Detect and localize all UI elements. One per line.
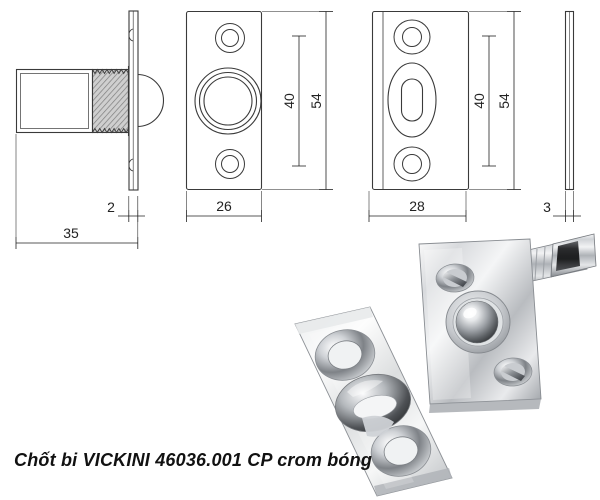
ball-circle-inner xyxy=(203,76,253,126)
strike-plate-outline xyxy=(371,10,470,191)
barrel-inner-wall xyxy=(20,73,89,129)
strike-oval-recess-outer xyxy=(387,62,437,138)
faceplate-screw-hole-top-outer xyxy=(215,23,245,53)
strike-screw-hole-bottom-inner xyxy=(402,154,422,174)
dim-3-label: 3 xyxy=(543,199,551,215)
strike-photo-screw-hole-bottom xyxy=(370,425,432,477)
dim-35 xyxy=(15,134,139,249)
faceplate-screw-hole-bottom-inner xyxy=(221,155,239,173)
faceplate-photo-screw-hole-bottom xyxy=(493,357,533,387)
barrel-end-cap xyxy=(550,233,597,278)
edge-thickness-view xyxy=(564,10,575,191)
dim-28 xyxy=(368,191,467,222)
ball-ring-outer xyxy=(194,67,262,135)
faceplate-outline xyxy=(185,10,263,191)
strike-photo-oval-recess xyxy=(335,374,411,437)
faceplate-screw-hole-bottom-outer xyxy=(215,149,245,179)
product-photo-strike-plate xyxy=(294,306,453,497)
dim-28-label: 28 xyxy=(409,198,425,214)
strike-screw-hole-top-inner xyxy=(402,27,422,47)
barrel-body-outline xyxy=(15,68,94,134)
dim-40-front xyxy=(292,35,306,167)
thread-crest-bottom xyxy=(92,127,129,134)
dim-54-front-label: 54 xyxy=(308,93,324,109)
dim-2 xyxy=(118,196,145,222)
strike-screw-hole-bottom-outer xyxy=(393,146,431,182)
faceplate-photo-screw-hole-top xyxy=(435,263,475,293)
faceplate-screw-mark-top xyxy=(128,28,134,42)
faceplate-screw-mark-bottom xyxy=(128,158,134,172)
dim-40-front-label: 40 xyxy=(281,93,297,109)
dim-3 xyxy=(553,191,581,222)
dim-40-strike-label: 40 xyxy=(471,93,487,109)
side-section-view xyxy=(15,10,165,191)
dim-54-front xyxy=(262,11,333,190)
ball-bearing-assembly xyxy=(445,290,511,354)
front-faceplate-view xyxy=(185,10,263,191)
thread-crest-top xyxy=(92,68,132,75)
dim-54-strike-label: 54 xyxy=(496,93,512,109)
strike-screw-hole-top-outer xyxy=(393,19,431,55)
ball-ring-middle xyxy=(198,71,258,131)
dim-35-label: 35 xyxy=(63,225,79,241)
product-caption: Chốt bi VICKINI 46036.001 CP crom bóng xyxy=(14,450,373,470)
product-photo-ball-catch xyxy=(418,233,597,413)
dim-26-label: 26 xyxy=(216,198,232,214)
threaded-section xyxy=(91,68,130,134)
dim-54-strike xyxy=(469,11,521,190)
dim-40-strike xyxy=(482,35,496,167)
strike-oval-slot-inner xyxy=(400,78,424,122)
dim-2-label: 2 xyxy=(107,199,115,215)
faceplate-screw-hole-top-inner xyxy=(221,29,239,47)
ball-dome-profile xyxy=(137,73,165,128)
dim-26 xyxy=(186,191,262,222)
strike-photo-screw-hole-top xyxy=(314,329,376,381)
strike-plate-view xyxy=(371,10,470,191)
